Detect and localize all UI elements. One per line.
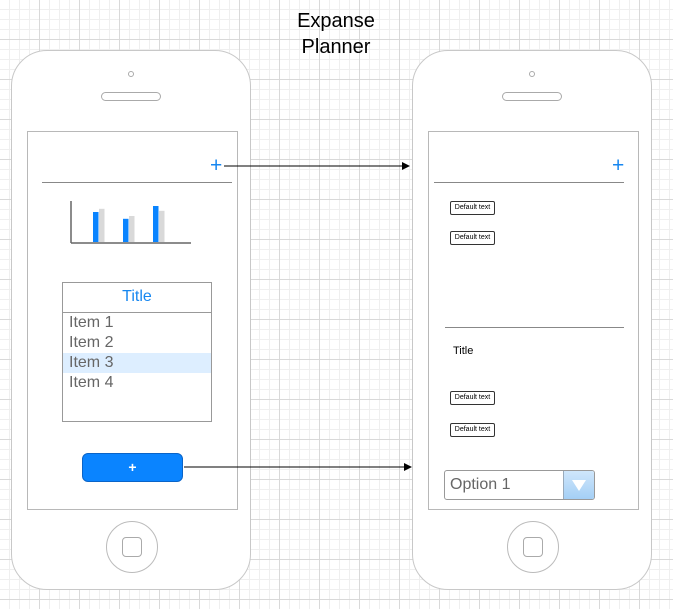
chart-bar-secondary (129, 216, 135, 242)
chart-bar-secondary (159, 210, 165, 242)
list-item[interactable]: Item 1 (69, 314, 114, 331)
home-button[interactable] (106, 521, 158, 573)
header-divider (434, 182, 624, 183)
chevron-down-icon (572, 480, 586, 491)
default-text-button[interactable]: Default text (450, 391, 495, 405)
chart-bar-secondary (99, 208, 105, 242)
diagram-title: Expanse Planner (236, 8, 436, 60)
option-dropdown[interactable]: Option 1 (444, 470, 595, 500)
home-button[interactable] (507, 521, 559, 573)
dropdown-toggle[interactable] (563, 471, 594, 499)
chart-bar-primary (153, 206, 159, 242)
add-icon[interactable]: + (612, 154, 625, 177)
left-screen: + Title Item 1 Item 2 Item 3 Item 4 + (27, 131, 238, 510)
item-list: Title Item 1 Item 2 Item 3 Item 4 (62, 282, 212, 422)
list-title: Title (63, 283, 211, 313)
add-button[interactable]: + (82, 453, 183, 482)
section-divider (445, 327, 624, 328)
speaker-icon (101, 92, 161, 101)
phone-left: + Title Item 1 Item 2 Item 3 Item 4 + (11, 50, 251, 590)
chart-bar-primary (93, 212, 99, 242)
default-text-button[interactable]: Default text (450, 231, 495, 245)
home-square-icon (122, 537, 142, 557)
list-item[interactable]: Item 2 (69, 334, 114, 351)
title-line-2: Planner (301, 36, 371, 58)
section-title: Title (453, 345, 474, 357)
phone-right: + Default text Default text Title Defaul… (412, 50, 652, 590)
header-divider (42, 182, 232, 183)
list-item[interactable]: Item 4 (69, 374, 114, 391)
chart-bar-primary (123, 218, 129, 242)
bar-chart-icon (70, 201, 191, 244)
camera-icon (529, 71, 535, 77)
default-text-button[interactable]: Default text (450, 423, 495, 437)
speaker-icon (502, 92, 562, 101)
default-text-button[interactable]: Default text (450, 201, 495, 215)
title-line-1: Expanse (297, 10, 375, 32)
camera-icon (128, 71, 134, 77)
dropdown-value: Option 1 (450, 476, 511, 493)
list-item[interactable]: Item 3 (63, 353, 211, 373)
home-square-icon (523, 537, 543, 557)
add-icon[interactable]: + (210, 154, 223, 177)
right-screen: + Default text Default text Title Defaul… (428, 131, 639, 510)
